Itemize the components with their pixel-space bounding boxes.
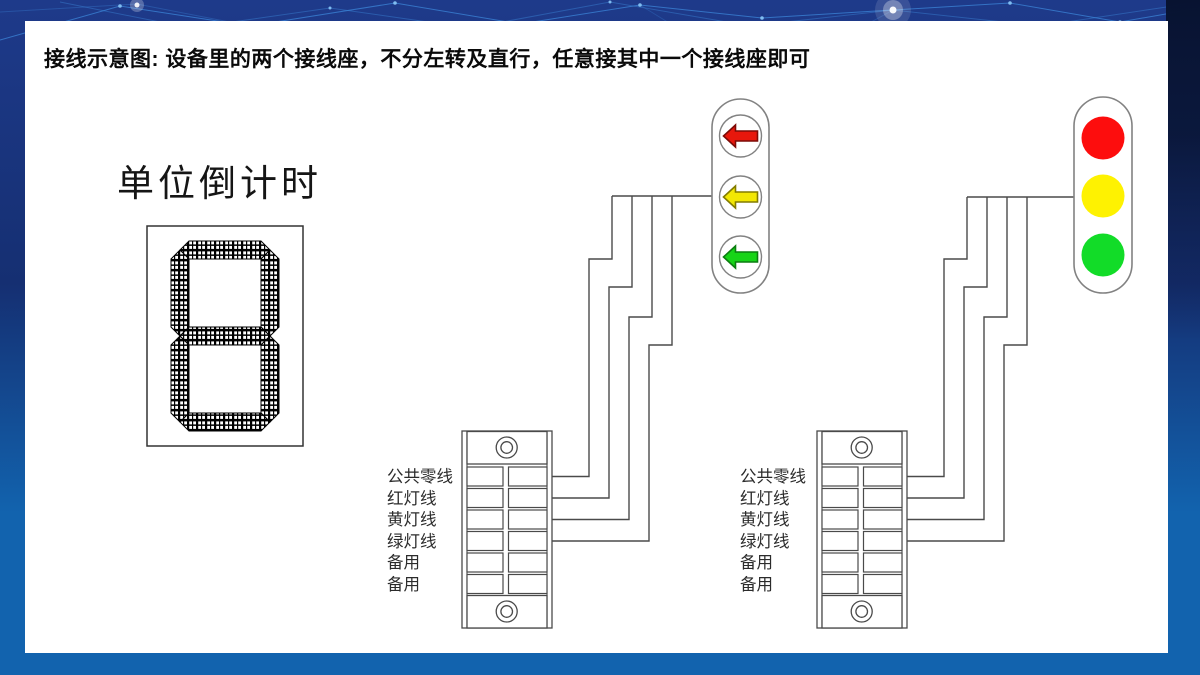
wires-right-terminal (907, 196, 1076, 542)
background-shade (1166, 0, 1200, 340)
slide-title: 接线示意图: 设备里的两个接线座，不分左转及直行，任意接其中一个接线座即可 (44, 48, 811, 71)
green-light (1081, 233, 1125, 277)
red-light (1081, 116, 1125, 160)
arrow-traffic-light (711, 98, 770, 294)
wire-yellow (907, 197, 1008, 521)
terminal-block-left (461, 430, 553, 629)
disc-traffic-light (1073, 96, 1133, 294)
segment-a (179, 240, 271, 260)
label-spare: 备用 (387, 575, 420, 594)
label-spare: 备用 (387, 553, 420, 572)
segment-b (260, 249, 280, 337)
terminal-labels-left: 公共零线 红灯线 黄灯线 绿灯线 备用 备用 (387, 467, 453, 594)
seven-segment-display (146, 225, 304, 447)
label-green-wire: 绿灯线 (740, 532, 790, 551)
wire-yellow (552, 196, 653, 521)
label-yellow-wire: 黄灯线 (387, 510, 437, 529)
digit-8 (170, 240, 280, 432)
segment-d (179, 412, 271, 432)
wire-green (907, 197, 1028, 542)
countdown-heading: 单位倒计时 (117, 164, 322, 205)
label-common-neutral: 公共零线 (387, 467, 453, 486)
label-green-wire: 绿灯线 (387, 532, 437, 551)
wiring-diagram: 公共零线 红灯线 黄灯线 绿灯线 备用 备用 公共零线 红灯线 黄灯线 绿灯线 … (146, 96, 1133, 629)
label-red-wire: 红灯线 (740, 489, 790, 508)
yellow-light (1081, 174, 1125, 218)
terminal-labels-right: 公共零线 红灯线 黄灯线 绿灯线 备用 备用 (740, 467, 806, 594)
segment-g (179, 326, 271, 346)
label-common-neutral: 公共零线 (740, 467, 806, 486)
segment-c (260, 335, 280, 423)
wire-red (907, 197, 988, 499)
slide-content-panel: 接线示意图: 设备里的两个接线座，不分左转及直行，任意接其中一个接线座即可 单位… (25, 21, 1168, 653)
label-spare: 备用 (740, 575, 773, 594)
terminal-block-right (816, 430, 908, 629)
label-spare: 备用 (740, 553, 773, 572)
wire-red (552, 196, 633, 499)
wire-common (907, 197, 968, 478)
wire-green (552, 196, 673, 542)
label-red-wire: 红灯线 (387, 489, 437, 508)
label-yellow-wire: 黄灯线 (740, 510, 790, 529)
wires-left-terminal (552, 195, 713, 542)
segment-e (170, 335, 190, 423)
wire-common (552, 196, 613, 478)
segment-f (170, 249, 190, 337)
glow-node (130, 0, 911, 28)
